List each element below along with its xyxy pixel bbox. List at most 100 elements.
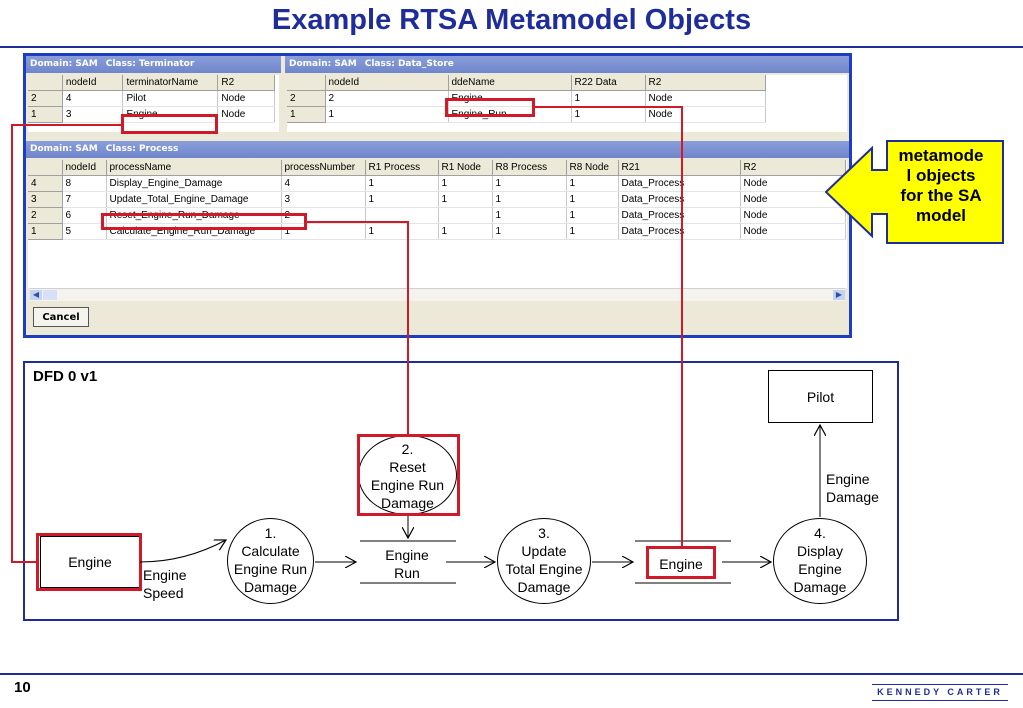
table-cell[interactable]: 1 — [438, 191, 493, 208]
table-cell[interactable]: 7 — [62, 191, 107, 208]
pilot-terminator — [768, 370, 873, 423]
table-cell[interactable]: Node — [217, 90, 275, 107]
table-cell[interactable]: 5 — [62, 223, 107, 240]
table-cell[interactable]: 1 — [438, 223, 493, 240]
scroll-right-icon[interactable]: ▶ — [833, 290, 845, 300]
process-3-label: 3. Update Total Engine Damage — [491, 524, 597, 596]
column-header[interactable]: R2 — [740, 160, 846, 176]
table-cell[interactable]: Node — [217, 106, 275, 123]
table-cell[interactable]: 1 — [365, 191, 439, 208]
table-cell[interactable]: 1 — [566, 223, 619, 240]
table-cell[interactable]: 1 — [492, 207, 567, 224]
corner-cell — [28, 160, 63, 176]
slide-title: Example RTSA Metamodel Objects — [271, 4, 752, 36]
cancel-button[interactable]: Cancel — [33, 307, 89, 327]
column-header[interactable]: ddeName — [448, 75, 572, 91]
process-4-bubble — [773, 518, 867, 604]
table-cell[interactable]: 3 — [281, 191, 366, 208]
table-cell[interactable]: Data_Process — [618, 191, 741, 208]
row-header[interactable]: 2 — [28, 90, 63, 107]
table-cell[interactable]: 1 — [566, 175, 619, 192]
table-cell[interactable]: 1 — [571, 90, 646, 107]
table-cell[interactable] — [365, 207, 439, 224]
table-cell[interactable]: 1 — [438, 175, 493, 192]
table-cell[interactable]: Pilot — [122, 90, 219, 107]
highlight-terminator-engine — [121, 114, 218, 134]
table-cell[interactable]: Data_Process — [618, 223, 741, 240]
table-cell[interactable]: 1 — [566, 207, 619, 224]
table-cell[interactable]: Node — [645, 106, 766, 123]
table-cell[interactable]: 1 — [571, 106, 646, 123]
table-cell[interactable]: Node — [645, 90, 766, 107]
process-label-line: 2. — [401, 441, 414, 457]
table-cell[interactable]: 1 — [325, 106, 449, 123]
engine-damage-flow-label: Engine Damage — [826, 470, 892, 506]
column-header[interactable]: processNumber — [281, 160, 366, 176]
process-label-line: Damage — [793, 579, 847, 595]
table-cell[interactable]: 1 — [492, 191, 567, 208]
column-header[interactable]: R8 Node — [566, 160, 619, 176]
table-cell[interactable]: 4 — [62, 90, 124, 107]
column-header[interactable]: processName — [106, 160, 282, 176]
row-header[interactable]: 2 — [287, 90, 326, 107]
table-cell[interactable]: 1 — [365, 223, 439, 240]
table-cell[interactable]: Node — [740, 223, 846, 240]
table-cell[interactable]: 1 — [492, 175, 567, 192]
table-cell[interactable]: 1 — [566, 191, 619, 208]
column-header[interactable]: R1 Node — [438, 160, 493, 176]
column-header[interactable]: R21 — [618, 160, 741, 176]
table-cell[interactable]: 4 — [281, 175, 366, 192]
scroll-left-icon[interactable]: ◀ — [30, 290, 42, 300]
column-header[interactable]: R22 Data — [571, 75, 646, 91]
row-header[interactable]: 3 — [28, 191, 63, 208]
process-4-label: 4. Display Engine Damage — [770, 524, 870, 596]
process-label-line: Update — [521, 543, 567, 559]
data-store-domain: Domain: SAM — [289, 59, 357, 69]
column-header[interactable]: R2 — [645, 75, 766, 91]
table-cell[interactable]: 1 — [365, 175, 439, 192]
table-cell[interactable]: Update_Total_Engine_Damage — [106, 191, 282, 208]
table-cell[interactable]: 6 — [62, 207, 107, 224]
table-cell[interactable]: Display_Engine_Damage — [106, 175, 282, 192]
table-cell[interactable] — [438, 207, 493, 224]
row-header[interactable]: 2 — [28, 207, 63, 224]
row-header[interactable]: 1 — [287, 106, 326, 123]
store-label-line: Engine — [385, 547, 429, 563]
column-header[interactable]: terminatorName — [122, 75, 219, 91]
row-header[interactable]: 4 — [28, 175, 63, 192]
table-cell[interactable]: Data_Process — [618, 207, 741, 224]
row-header[interactable]: 1 — [28, 106, 63, 123]
column-header[interactable]: R8 Process — [492, 160, 567, 176]
table-cell[interactable]: Node — [740, 207, 846, 224]
column-header[interactable]: R2 — [217, 75, 275, 91]
process-label-line: Engine Run — [370, 477, 445, 493]
column-header[interactable]: nodeId — [62, 75, 124, 91]
table-cell[interactable]: 2 — [325, 90, 449, 107]
callout-line: l objects — [906, 166, 976, 185]
column-header[interactable]: nodeId — [325, 75, 449, 91]
store-label-line: Run — [394, 565, 420, 581]
row-header[interactable]: 1 — [28, 223, 63, 240]
scroll-thumb[interactable] — [43, 290, 57, 300]
flow-label-line: Speed — [143, 585, 184, 601]
column-header[interactable]: R1 Process — [365, 160, 439, 176]
table-cell[interactable]: 8 — [62, 175, 107, 192]
table-cell[interactable]: Data_Process — [618, 175, 741, 192]
table-cell[interactable]: 3 — [62, 106, 124, 123]
table-cell[interactable]: 1 — [492, 223, 567, 240]
horizontal-scrollbar[interactable]: ◀ ▶ — [30, 288, 845, 301]
column-header[interactable]: nodeId — [62, 160, 107, 176]
callout-line: for the SA — [900, 186, 982, 205]
